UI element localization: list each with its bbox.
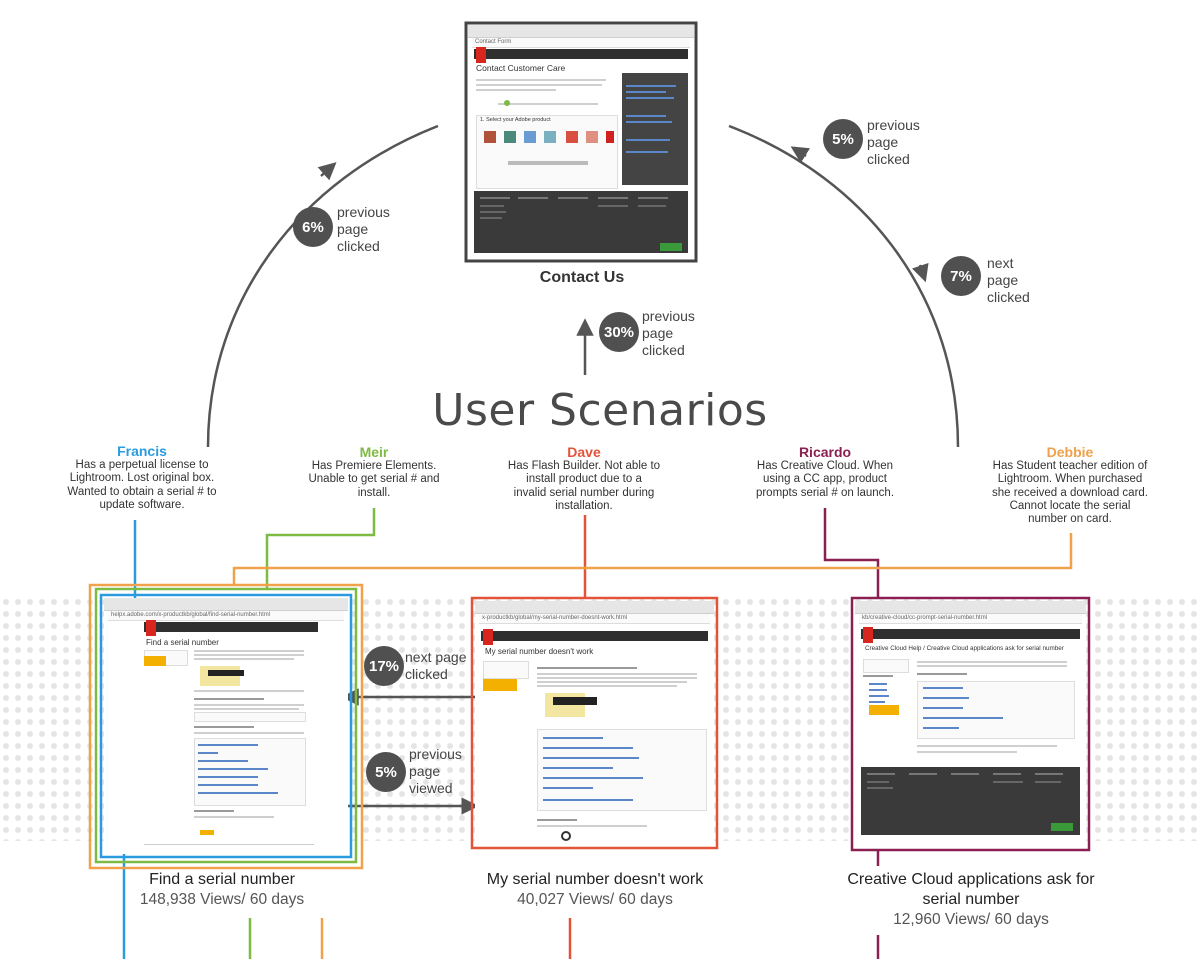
- arc-right: [728, 124, 960, 448]
- find-serial-views: 148,938 Views/ 60 days: [139, 891, 305, 908]
- arc-right-head-up: [790, 146, 811, 164]
- my-serial-thumbnail[interactable]: x-productkb/global/my-serial-number-does…: [475, 601, 714, 845]
- arc-right-head-down: [911, 262, 929, 283]
- persona-name: Dave: [567, 444, 601, 460]
- creative-cloud-caption: Creative Cloud applications ask for seri…: [836, 870, 1106, 930]
- frame-meir: [94, 587, 358, 864]
- frame-ricardo: [850, 596, 1091, 852]
- find-serial-thumbnail[interactable]: helpx.adobe.com/x-productkb/global/find-…: [104, 598, 348, 854]
- creative-cloud-thumbnail[interactable]: kb/creative-cloud/cc-prompt-serial-numbe…: [855, 601, 1086, 847]
- frame-francis: [99, 593, 353, 859]
- badge-mid-prev: 5%: [366, 752, 406, 792]
- arc-left-head: [317, 162, 337, 181]
- frame-debbie: [88, 583, 364, 870]
- arc-left: [206, 124, 439, 448]
- badge-left-top: 6%: [293, 207, 333, 247]
- ricardo-line: [823, 508, 880, 598]
- contact-heading: Contact Customer Care: [476, 63, 566, 73]
- find-serial-caption: Find a serial number 148,938 Views/ 60 d…: [110, 870, 334, 910]
- page-title: User Scenarios: [432, 385, 768, 436]
- find-serial-title: Find a serial number: [149, 871, 295, 888]
- meir-line: [265, 508, 376, 588]
- badge-center-top: 30%: [599, 312, 639, 352]
- contact-us-label: Contact Us: [539, 269, 625, 286]
- persona-meir: Meir Has Premiere Elements.Unable to get…: [294, 444, 454, 500]
- persona-name: Francis: [117, 443, 167, 459]
- contact-us-thumbnail[interactable]: Contact Form Contact Customer Care 1. Se…: [468, 25, 694, 259]
- badge-mid-next: 17%: [364, 646, 404, 686]
- creative-cloud-views: 12,960 Views/ 60 days: [893, 911, 1049, 928]
- frame-contact: [464, 21, 698, 263]
- my-serial-caption: My serial number doesn't work 40,027 Vie…: [470, 870, 720, 910]
- persona-name: Debbie: [1046, 444, 1094, 460]
- badge-right-top-a: 5%: [823, 119, 863, 159]
- my-serial-title: My serial number doesn't work: [486, 871, 704, 888]
- creative-cloud-title-line1: Creative Cloud applications ask for: [847, 871, 1095, 888]
- debbie-line: [232, 533, 1073, 585]
- frame-dave: [470, 596, 719, 850]
- persona-name: Meir: [359, 444, 389, 460]
- my-serial-views: 40,027 Views/ 60 days: [517, 891, 673, 908]
- persona-name: Ricardo: [798, 444, 852, 460]
- badge-right-top-b: 7%: [941, 256, 981, 296]
- creative-cloud-title-line2: serial number: [922, 891, 1020, 908]
